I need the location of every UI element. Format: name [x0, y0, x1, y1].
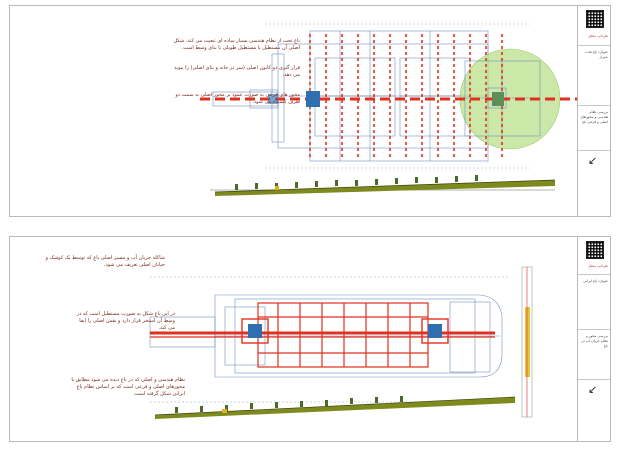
pool-pavilion [492, 92, 504, 106]
section-profile [154, 396, 516, 419]
secondary-axes [309, 34, 503, 158]
notes-top: باغ تخت از نظام هندسی بسیار ساده ای تبعی… [170, 38, 300, 119]
pool-east [428, 324, 442, 338]
title-block-info: عنوان: باغ تخت شیراز [585, 50, 608, 59]
notes-bottom-2: در این باغ شکل به صورت مستطیل است که در … [75, 311, 175, 345]
garden-outline [149, 294, 503, 378]
notes-bottom-3: نظام هندسی و اصلی که در باغ دیده می شود … [70, 377, 185, 411]
title-block-top: طراحی منظر عنوان: باغ تخت شیراز بررسی نظ… [577, 6, 610, 216]
pool-entrance [306, 91, 320, 107]
garden-bed-lines [257, 302, 429, 368]
note-text: محور های فرعی به صورت عمود بر محور اصلی … [175, 92, 300, 105]
site-boundary [150, 276, 510, 403]
drawing-sheet-bottom: شاکله جریان آب و مسیر اصلی باغ که توسط ی… [9, 236, 611, 442]
pool-frame-east [421, 318, 449, 344]
pool-west [248, 324, 262, 338]
title-block-bottom: طراحی منظر عنوان: باغ ایرانی بررسی محور … [577, 237, 610, 441]
note-text: در این باغ شکل به صورت مستطیل است که در … [76, 311, 175, 331]
site-plan-drawing-bottom [149, 266, 533, 419]
site-plan-drawing-top [200, 23, 577, 196]
note-text: نظام هندسی و اصلی که در باغ دیده می شود … [71, 377, 185, 397]
title-block-desc: بررسی نظام هندسی و محورهای اصلی و فرعی ب… [580, 110, 608, 124]
title-block-header: طراحی منظر [588, 264, 608, 268]
north-arrow-icon: ↙ [588, 383, 598, 396]
title-block-header: طراحی منظر [588, 34, 608, 38]
gate-marker [268, 94, 278, 104]
section-profile [210, 175, 556, 196]
qr-code-icon [586, 241, 604, 259]
title-block-info: عنوان: باغ ایرانی [583, 279, 608, 283]
garden-outline [271, 30, 489, 162]
side-elevation [521, 266, 533, 418]
qr-code-icon [586, 10, 604, 28]
pool-frame-west [241, 318, 269, 344]
site-boundary [265, 23, 530, 169]
notes-bottom-1: شاکله جریان آب و مسیر اصلی باغ که توسط ی… [45, 255, 165, 282]
title-block-desc: بررسی محور و نظام جریان آب در باغ [581, 334, 608, 348]
note-text: باغ تخت از نظام هندسی بسیار ساده ای تبعی… [173, 38, 300, 51]
note-text: قرار گیری دو کانون اصلی (سر در خانه و بن… [174, 65, 300, 78]
drawing-sheet-top: باغ تخت از نظام هندسی بسیار ساده ای تبعی… [9, 5, 611, 217]
north-arrow-icon: ↙ [588, 154, 598, 167]
note-text: شاکله جریان آب و مسیر اصلی باغ که توسط ی… [45, 255, 165, 268]
